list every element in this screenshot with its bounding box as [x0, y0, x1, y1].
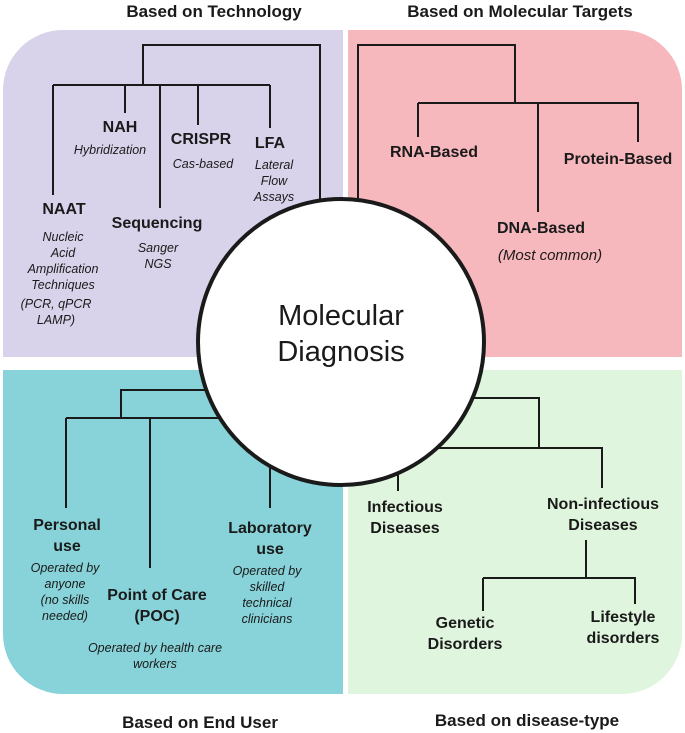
tech-connector	[142, 44, 321, 200]
disease-connector	[483, 577, 636, 604]
poc-desc: Operated by health care workers	[87, 641, 223, 671]
node-lfa: LFA	[254, 135, 286, 152]
node-personal-use: Personal use	[33, 517, 101, 555]
node-nah: NAH	[102, 119, 138, 136]
center-title: Molecular Diagnosis	[277, 300, 405, 368]
naat-examples: (PCR, qPCR LAMP)	[20, 297, 92, 327]
node-point-of-care: Point of Care (POC)	[107, 587, 207, 625]
node-protein-based: Protein-Based	[563, 151, 673, 168]
sequencing-desc: Sanger NGS	[137, 241, 179, 271]
node-crispr: CRISPR	[170, 131, 232, 148]
disease-connector	[448, 397, 540, 448]
node-naat: NAAT	[42, 201, 86, 218]
node-lifestyle-disorders: Lifestyle disorders	[586, 609, 660, 647]
header-molecular-targets: Based on Molecular Targets	[407, 2, 633, 21]
laboratory-desc: Operated by skilled technical clinicians	[232, 564, 302, 626]
node-laboratory-use: Laboratory use	[228, 520, 312, 558]
header-end-user: Based on End User	[122, 713, 278, 732]
nah-desc: Hybridization	[73, 143, 147, 157]
node-sequencing: Sequencing	[111, 215, 203, 232]
header-technology: Based on Technology	[126, 2, 302, 21]
dna-note: (Most common)	[497, 247, 603, 264]
targets-connector	[418, 102, 639, 142]
header-disease-type: Based on disease-type	[434, 711, 620, 730]
targets-connector	[357, 44, 516, 210]
naat-desc: Nucleic Acid Amplification Techniques	[27, 230, 99, 292]
lfa-desc: Lateral Flow Assays	[253, 158, 295, 204]
disease-connector	[398, 447, 603, 488]
crispr-desc: Cas-based	[172, 157, 234, 171]
node-genetic-disorders: Genetic Disorders	[427, 615, 503, 653]
personal-desc: Operated by anyone (no skills needed)	[30, 561, 100, 623]
node-dna-based: DNA-Based	[496, 220, 586, 237]
node-non-infectious-diseases: Non-infectious Diseases	[547, 496, 659, 534]
center-circle	[196, 197, 486, 487]
node-rna-based: RNA-Based	[389, 144, 479, 161]
node-infectious-diseases: Infectious Diseases	[367, 499, 443, 537]
